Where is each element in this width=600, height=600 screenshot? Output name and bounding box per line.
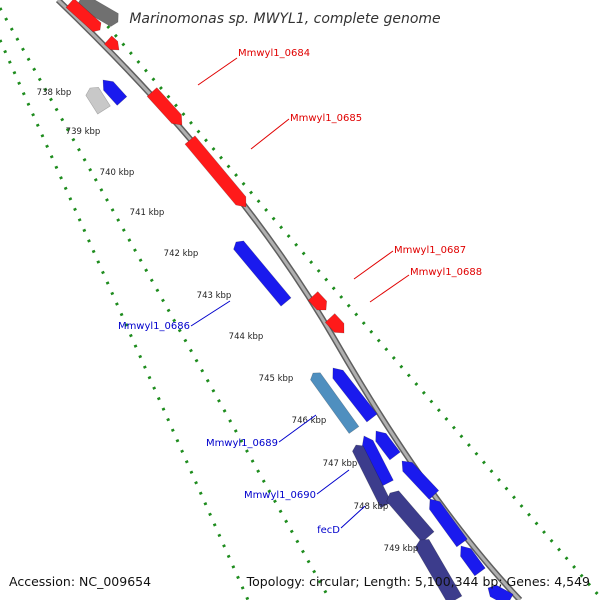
- gene-reverse-c: [375, 430, 401, 461]
- map-title: Marinomonas sp. MWYL1, complete genome: [129, 11, 440, 27]
- gene-label-mmwyl1-0688: Mmwyl1_0688: [410, 267, 482, 278]
- tick-label-742-kbp: 742 kbp: [164, 249, 199, 259]
- genome-backbone: [55, 0, 523, 600]
- leader-line-mmwyl1-0687: [353, 250, 394, 280]
- gene-mmwyl1-0689: [310, 372, 360, 434]
- gene-reverse-bottom: [487, 584, 514, 600]
- gene-features: [65, 0, 514, 600]
- tick-label-746-kbp: 746 kbp: [292, 416, 327, 426]
- backbone-outline: [55, 0, 523, 600]
- gene-label-mmwyl1-0687: Mmwyl1_0687: [394, 245, 466, 256]
- gene-reverse-upper: [102, 79, 128, 106]
- gene-reverse-f: [429, 498, 468, 548]
- feature-light-gray: [85, 87, 111, 115]
- kbp-tick-labels: 738 kbp 739 kbp 740 kbp 741 kbp 742 kbp 743 k…: [37, 88, 419, 554]
- dot-track-1: [83, 0, 600, 598]
- leader-line-fecd: [340, 505, 366, 529]
- gene-label-mmwyl1-0686: Mmwyl1_0686: [118, 321, 190, 332]
- gene-label-mmwyl1-0690: Mmwyl1_0690: [244, 490, 316, 501]
- gene-mmwyl1-0687: [307, 291, 327, 311]
- dot-track-2: [0, 39, 250, 600]
- gene-forward-top-a: [65, 0, 102, 33]
- tick-label-747-kbp: 747 kbp: [323, 459, 358, 469]
- gene-label-mmwyl1-0684: Mmwyl1_0684: [238, 48, 310, 59]
- tick-label-748-kbp: 748 kbp: [354, 502, 389, 512]
- gene-reverse-g: [460, 545, 486, 577]
- gene-reverse-e: [401, 460, 440, 500]
- tick-label-749-kbp: 749 kbp: [384, 544, 419, 554]
- gene-fecd: [386, 490, 435, 543]
- gene-mmwyl1-0686: [233, 240, 292, 307]
- leader-line-mmwyl1-0684: [197, 57, 238, 86]
- leader-line-mmwyl1-0689: [278, 414, 317, 443]
- gene-label-mmwyl1-0685: Mmwyl1_0685: [290, 113, 362, 124]
- leader-line-mmwyl1-0690: [316, 469, 350, 495]
- leader-line-mmwyl1-0685: [250, 118, 290, 150]
- gene-forward-top-b: [103, 35, 120, 51]
- gene-label-fecd: fecD: [317, 525, 340, 536]
- tick-label-745-kbp: 745 kbp: [259, 374, 294, 384]
- tick-label-738-kbp: 738 kbp: [37, 88, 72, 98]
- gene-label-mmwyl1-0689: Mmwyl1_0689: [206, 438, 278, 449]
- leader-line-mmwyl1-0688: [369, 274, 410, 303]
- tick-label-744-kbp: 744 kbp: [229, 332, 264, 342]
- tick-label-740-kbp: 740 kbp: [100, 168, 135, 178]
- gene-labels: Mmwyl1_0684Mmwyl1_0685Mmwyl1_0687Mmwyl1_…: [118, 48, 482, 536]
- dot-track-0: [0, 7, 332, 600]
- gene-mmwyl1-0684: [146, 87, 183, 126]
- feature-gray-top: [75, 0, 119, 27]
- tick-label-743-kbp: 743 kbp: [197, 291, 232, 301]
- accession-text: Accession: NC_009654: [9, 574, 151, 589]
- tick-label-739-kbp: 739 kbp: [66, 127, 101, 137]
- gene-reverse-d: [361, 435, 394, 487]
- gene-dark-lower: [414, 539, 463, 600]
- leader-line-mmwyl1-0686: [190, 300, 231, 327]
- gene-mmwyl1-0688: [324, 313, 345, 334]
- topology-text: Topology: circular; Length: 5,100,344 bp…: [246, 574, 590, 589]
- gene-reverse-b: [332, 367, 378, 423]
- gene-mmwyl1-0690: [352, 444, 392, 509]
- tick-label-741-kbp: 741 kbp: [130, 208, 165, 218]
- gene-mmwyl1-0685: [184, 135, 247, 208]
- backbone-line: [56, 0, 522, 600]
